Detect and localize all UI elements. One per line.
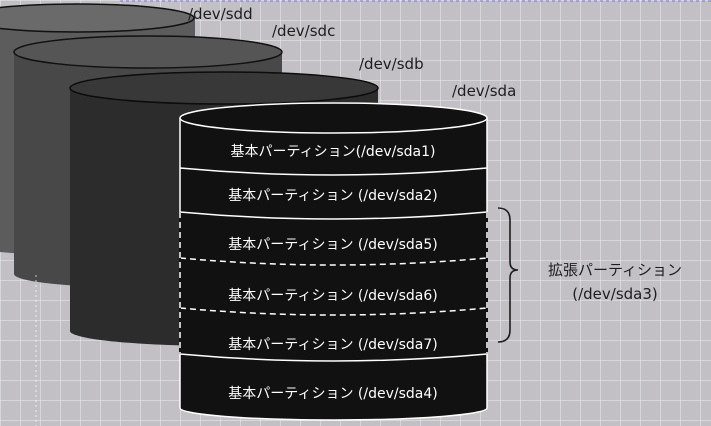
- divider-sda6-sda7: [179, 307, 488, 316]
- partition-label-sda5: 基本パーティション (/dev/sda5): [228, 236, 437, 253]
- disk-label-sda: /dev/sda: [452, 82, 516, 100]
- extended-partition-label: 拡張パーティション: [548, 261, 682, 279]
- disk-label-sdd: /dev/sdd: [188, 5, 253, 23]
- disk-label-sdb: /dev/sdb: [359, 55, 424, 73]
- divider-sda2-sda5: [179, 211, 488, 220]
- extended-partition-device: (/dev/sda3): [572, 285, 658, 303]
- partition-label-sda6: 基本パーティション (/dev/sda6): [228, 287, 437, 304]
- disk-label-sdc: /dev/sdc: [272, 22, 335, 40]
- divider-sda7-sda4: [179, 353, 488, 362]
- disk-sda: [179, 102, 488, 421]
- partition-label-sda2: 基本パーティション (/dev/sda2): [228, 187, 437, 204]
- divider-sda1-sda2: [179, 167, 488, 176]
- disk-sdb-top: [69, 71, 379, 105]
- extended-partition-bracket: [497, 207, 519, 343]
- partition-label-sda4: 基本パーティション (/dev/sda4): [228, 385, 437, 402]
- partition-label-sda1: 基本パーティション(/dev/sda1): [231, 143, 436, 160]
- divider-sda5-sda6: [179, 257, 488, 266]
- disk-sdd-top: [0, 3, 195, 33]
- partition-label-sda7: 基本パーティション (/dev/sda7): [228, 336, 437, 353]
- disk-sda-top: [179, 102, 488, 134]
- disk-sdc-top: [13, 35, 283, 69]
- disk-sda-body-cover: [180, 118, 487, 408]
